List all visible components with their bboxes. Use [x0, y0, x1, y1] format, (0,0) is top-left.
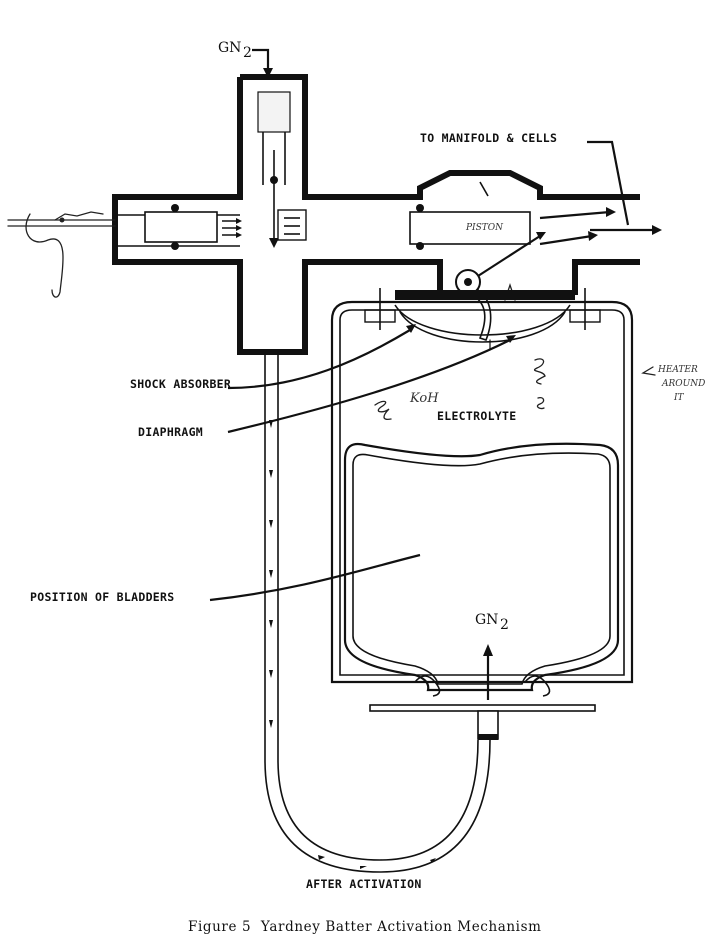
position-of-bladders-label: POSITION OF BLADDERS: [30, 590, 174, 604]
trigger-wire: [7, 211, 116, 298]
heater-label-line2: AROUND: [661, 379, 705, 389]
gn2-bottom-subscript: 2: [500, 617, 509, 633]
to-manifold-label: TO MANIFOLD & CELLS: [420, 131, 557, 145]
handwritten-marks: [374, 358, 546, 421]
figure-caption: Figure 5 Yardney Batter Activation Mecha…: [188, 919, 542, 935]
diaphragm-label: DIAPHRAGM: [138, 425, 203, 439]
electrolyte-label: ELECTROLYTE: [437, 409, 516, 423]
koh-label: KoH: [409, 391, 439, 406]
arrow-down-icon: [263, 68, 273, 78]
piston-label: PISTON: [465, 223, 504, 233]
inlet-plunger: [144, 204, 242, 250]
after-activation-label: AFTER ACTIVATION: [306, 877, 422, 891]
electrolyte-tank: [330, 288, 634, 684]
heater-label-line1: HEATER: [657, 365, 698, 375]
return-tube: [264, 352, 491, 873]
heater-label-line3: IT: [673, 393, 685, 403]
outlet-arrow-icon: [652, 225, 662, 235]
gn2-top-subscript: 2: [243, 45, 252, 61]
gn2-bottom-label: GN: [475, 612, 498, 628]
gas-inlet-chamber: [257, 91, 307, 248]
arrow-up-icon: [483, 644, 493, 656]
shock-absorber-label: SHOCK ABSORBER: [130, 377, 231, 391]
bladders: [343, 442, 620, 697]
gn2-inlet: GN 2: [218, 40, 273, 78]
base-plate: GN 2: [369, 612, 596, 740]
leader-lines: [209, 140, 656, 602]
gn2-top-label: GN: [218, 40, 241, 56]
piston-chamber: PISTON: [409, 181, 662, 250]
